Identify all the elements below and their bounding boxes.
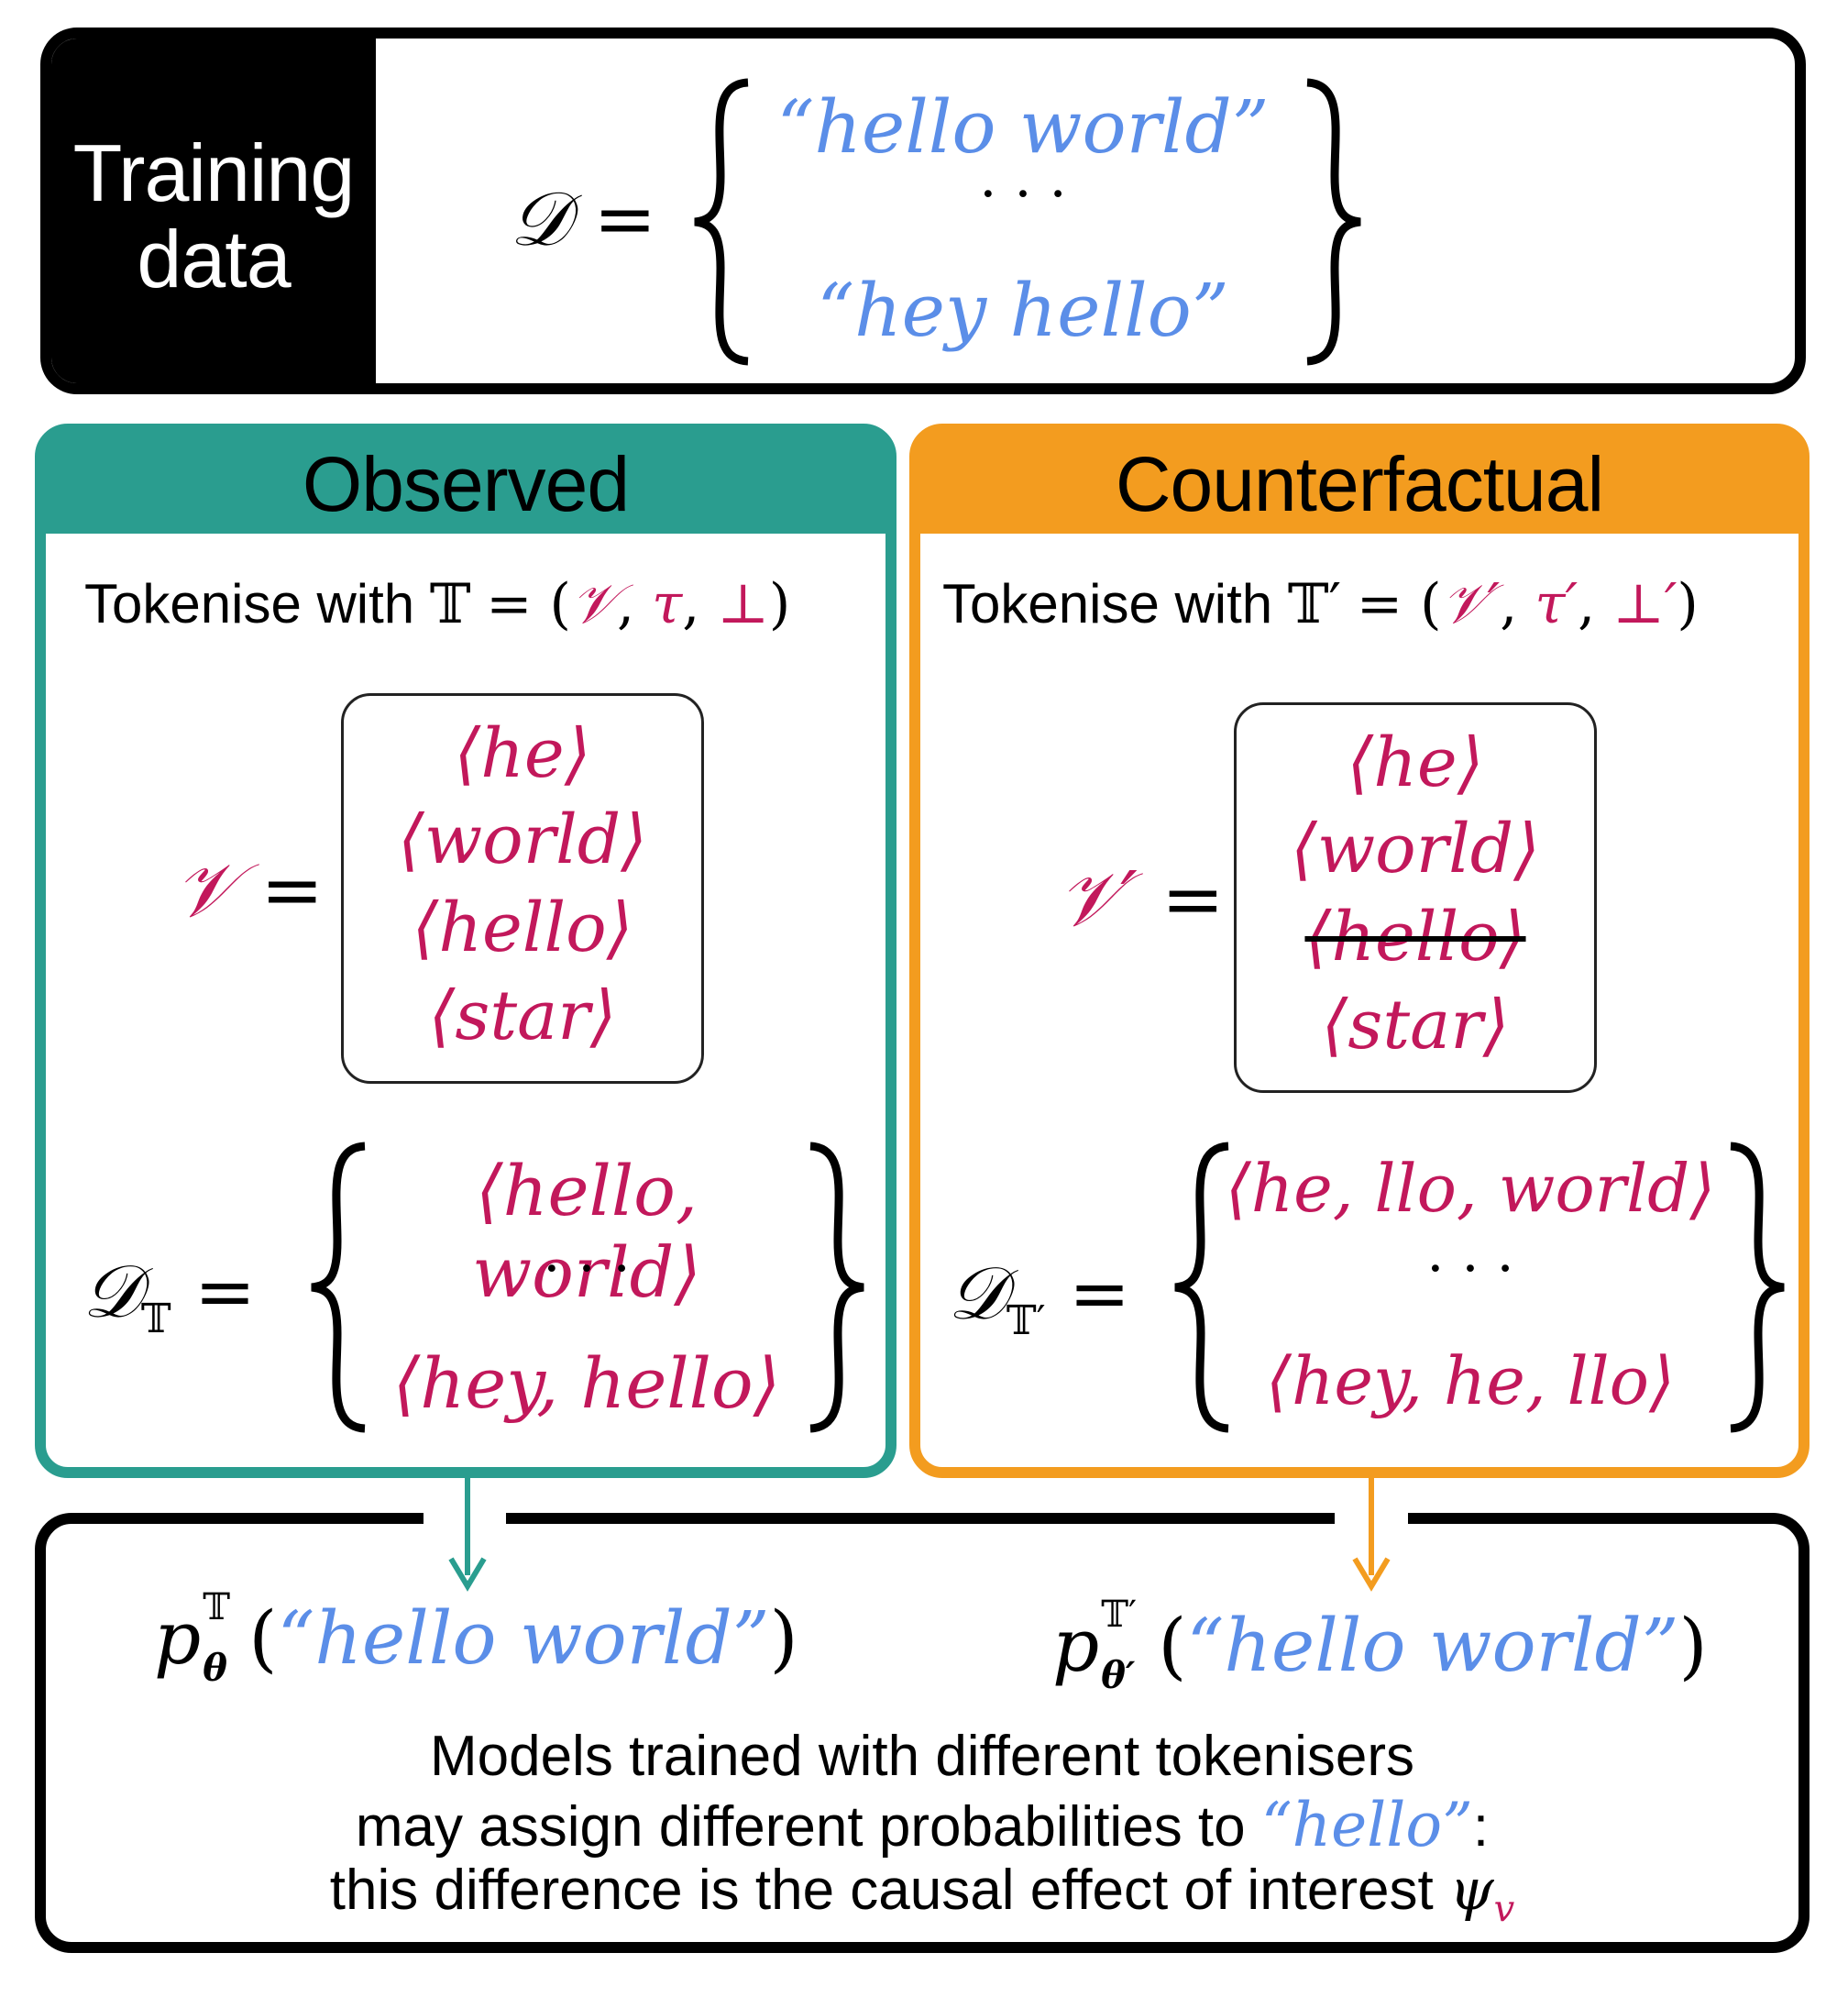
counterfactual-tokenise-line: Tokenise with 𝕋′ = (𝒱′, τ′, ⊥′) xyxy=(942,572,1699,636)
counterfactual-vocab-item: ⟨he⟩ xyxy=(1347,723,1484,802)
observed-tokenised-first: ⟨hello, world⟩ xyxy=(472,1150,701,1313)
counterfactual-dataset-label: 𝒟𝕋′ = xyxy=(948,1251,1131,1344)
arrow-observed xyxy=(448,1474,487,1592)
observed-vocab-item: ⟨he⟩ xyxy=(454,714,591,793)
counterfactual-vocab-item: ⟨star⟩ xyxy=(1321,986,1510,1065)
counterfactual-tokenised-first: ⟨he, llo, world⟩ xyxy=(1225,1150,1716,1227)
counterfactual-vocab-box: ⟨he⟩ ⟨world⟩ ⟨hello⟩ ⟨star⟩ xyxy=(1234,702,1597,1093)
result-panel xyxy=(35,1513,1810,1953)
training-item-first: “hello world” xyxy=(776,84,1270,170)
observed-vocab-label: 𝒱 = xyxy=(174,847,324,934)
probability-observed: p 𝕋 θ (“hello world”) xyxy=(154,1586,798,1690)
counterfactual-right-brace xyxy=(1730,1142,1785,1433)
counterfactual-tokenise-text: Tokenise with xyxy=(942,573,1273,634)
summary-line-3: this difference is the causal effect of … xyxy=(329,1856,1515,1931)
summary-line-1: Models trained with different tokenisers xyxy=(429,1725,1415,1788)
observed-vocab-item: ⟨hello⟩ xyxy=(412,888,633,967)
observed-dataset-label: 𝒟𝕋 = xyxy=(82,1249,257,1342)
training-data-panel: Training data 𝒟 = “hello world” · · · “h… xyxy=(40,28,1806,394)
counterfactual-left-brace xyxy=(1174,1142,1229,1433)
observed-vocab-symbol-inline: 𝒱 xyxy=(570,572,617,636)
counterfactual-ellipsis: · · · xyxy=(1426,1237,1514,1301)
counterfactual-tokenised-last: ⟨hey, he, llo⟩ xyxy=(1265,1342,1676,1419)
observed-perp: ⊥ xyxy=(717,572,769,636)
training-item-last: “hey hello” xyxy=(817,268,1229,353)
observed-vocab-box: ⟨he⟩ ⟨world⟩ ⟨hello⟩ ⟨star⟩ xyxy=(341,693,704,1084)
training-label-line2: data xyxy=(137,214,291,304)
counterfactual-vocab-label: 𝒱′ = xyxy=(1058,856,1225,943)
observed-panel: Observed Tokenise with 𝕋 = (𝒱, τ, ⊥) 𝒱 =… xyxy=(35,424,896,1478)
observed-tokenise-text: Tokenise with xyxy=(84,573,415,634)
summary-hello: “hello” xyxy=(1260,1790,1473,1860)
counterfactual-title: Counterfactual xyxy=(920,435,1798,534)
psi-subscript: v xyxy=(1493,1888,1515,1931)
counterfactual-vocab-symbol-inline: 𝒱′ xyxy=(1441,572,1501,636)
training-label-block xyxy=(51,39,376,383)
arrow-counterfactual xyxy=(1352,1474,1391,1592)
probability-counterfactual: p 𝕋′ θ′ (“hello world”) xyxy=(1052,1594,1708,1697)
counterfactual-vocab-item: ⟨world⟩ xyxy=(1290,810,1541,888)
observed-right-brace xyxy=(809,1142,864,1433)
psi-symbol: ψ xyxy=(1448,1856,1494,1923)
counterfactual-perp: ⊥′ xyxy=(1612,572,1678,636)
training-label: Training data xyxy=(51,130,376,303)
probability-counterfactual-arg: “hello world” xyxy=(1186,1603,1679,1688)
probability-observed-arg: “hello world” xyxy=(277,1595,770,1681)
observed-vocab-item: ⟨world⟩ xyxy=(397,800,648,879)
observed-left-brace xyxy=(311,1142,366,1433)
observed-ellipsis: · · · xyxy=(543,1237,631,1301)
summary-line-2: may assign different probabilities to “h… xyxy=(355,1790,1490,1860)
observed-tokeniser-symbol: 𝕋 xyxy=(429,572,471,636)
counterfactual-tokeniser-symbol: 𝕋′ xyxy=(1287,572,1342,636)
observed-title: Observed xyxy=(46,435,886,534)
observed-tokenised-last: ⟨hey, hello⟩ xyxy=(392,1342,781,1424)
training-label-line1: Training xyxy=(72,127,356,218)
right-brace xyxy=(1306,78,1361,366)
counterfactual-panel: Counterfactual Tokenise with 𝕋′ = (𝒱′, τ… xyxy=(909,424,1810,1478)
dataset-symbol: 𝒟 = xyxy=(510,176,657,263)
observed-tau: τ xyxy=(652,572,683,636)
training-ellipsis: · · · xyxy=(979,162,1067,226)
counterfactual-vocab-item-removed: ⟨hello⟩ xyxy=(1304,898,1526,976)
left-brace xyxy=(694,78,749,366)
counterfactual-tau: τ′ xyxy=(1534,572,1578,636)
observed-tokenise-line: Tokenise with 𝕋 = (𝒱, τ, ⊥) xyxy=(84,572,791,636)
observed-vocab-item: ⟨star⟩ xyxy=(428,976,617,1055)
